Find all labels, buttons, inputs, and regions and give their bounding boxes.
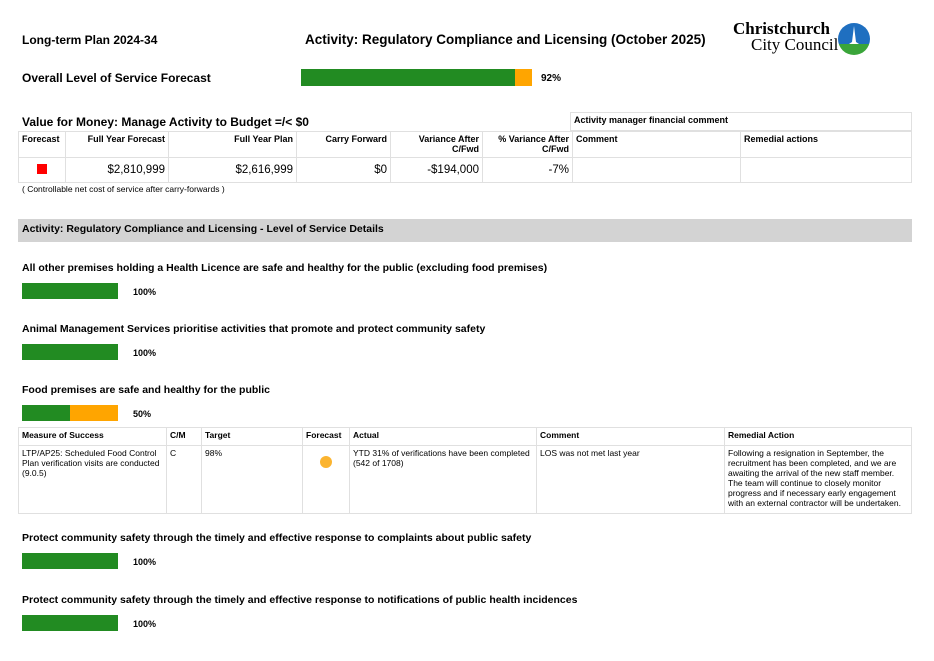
col-actual: Actual bbox=[349, 427, 537, 446]
table-row: $2,810,999 $2,616,999 $0 -$194,000 -7% bbox=[18, 157, 912, 183]
col-forecast: Forecast bbox=[18, 131, 66, 158]
vfm-title: Value for Money: Manage Activity to Budg… bbox=[22, 115, 309, 129]
los-title: Animal Management Services prioritise ac… bbox=[22, 323, 486, 335]
los-progress-bar bbox=[22, 553, 118, 569]
col-carry-forward: Carry Forward bbox=[296, 131, 391, 158]
col-measure: Measure of Success bbox=[18, 427, 167, 446]
los-percent: 50% bbox=[133, 409, 152, 419]
los-percent: 100% bbox=[133, 348, 157, 358]
target-value: 98% bbox=[201, 445, 303, 514]
actual-value: YTD 31% of verifications have been compl… bbox=[349, 445, 537, 514]
col-forecast: Forecast bbox=[302, 427, 350, 446]
full-year-forecast-value: $2,810,999 bbox=[65, 157, 169, 183]
council-logo: Christchurch City Council bbox=[733, 20, 875, 58]
los-title: Protect community safety through the tim… bbox=[22, 594, 578, 606]
forecast-red-status-icon bbox=[37, 163, 47, 174]
los-percent: 100% bbox=[133, 619, 157, 629]
col-pct-variance: % Variance After C/Fwd bbox=[482, 131, 573, 158]
overall-los-label: Overall Level of Service Forecast bbox=[22, 71, 211, 85]
col-variance: Variance After C/Fwd bbox=[390, 131, 483, 158]
comment-value: LOS was not met last year bbox=[536, 445, 725, 514]
col-full-year-forecast: Full Year Forecast bbox=[65, 131, 169, 158]
comment-value bbox=[572, 157, 741, 183]
col-remedial: Remedial actions bbox=[740, 131, 912, 158]
remedial-value bbox=[740, 157, 912, 183]
activity-title: Activity: Regulatory Compliance and Lice… bbox=[305, 32, 706, 47]
vfm-footnote: ( Controllable net cost of service after… bbox=[22, 184, 225, 194]
los-progress-bar bbox=[22, 615, 118, 631]
overall-los-bar bbox=[301, 69, 532, 86]
measure-value: LTP/AP25: Scheduled Food Control Plan ve… bbox=[18, 445, 167, 514]
col-remedial-action: Remedial Action bbox=[724, 427, 912, 446]
variance-value: -$194,000 bbox=[390, 157, 483, 183]
vfm-table: Forecast Full Year Forecast Full Year Pl… bbox=[18, 131, 912, 183]
remedial-action-value: Following a resignation in September, th… bbox=[724, 445, 912, 514]
section-banner: Activity: Regulatory Compliance and Lice… bbox=[18, 219, 912, 242]
plan-title: Long-term Plan 2024-34 bbox=[22, 33, 158, 47]
table-row: LTP/AP25: Scheduled Food Control Plan ve… bbox=[18, 445, 912, 514]
col-full-year-plan: Full Year Plan bbox=[168, 131, 297, 158]
col-comment: Comment bbox=[536, 427, 725, 446]
col-comment: Comment bbox=[572, 131, 741, 158]
cathedral-logo-icon bbox=[838, 23, 870, 55]
los-progress-bar bbox=[22, 344, 118, 360]
los-title: Protect community safety through the tim… bbox=[22, 532, 532, 544]
cm-value: C bbox=[166, 445, 202, 514]
forecast-amber-status-icon bbox=[320, 456, 332, 468]
overall-los-percent: 92% bbox=[541, 73, 562, 84]
col-cm: C/M bbox=[166, 427, 202, 446]
measures-table: Measure of Success C/M Target Forecast A… bbox=[18, 427, 912, 514]
los-title: All other premises holding a Health Lice… bbox=[22, 262, 548, 274]
los-percent: 100% bbox=[133, 287, 157, 297]
full-year-plan-value: $2,616,999 bbox=[168, 157, 297, 183]
los-percent: 100% bbox=[133, 557, 157, 567]
carry-forward-value: $0 bbox=[296, 157, 391, 183]
los-progress-bar bbox=[22, 405, 118, 421]
col-target: Target bbox=[201, 427, 303, 446]
los-title: Food premises are safe and healthy for t… bbox=[22, 384, 270, 396]
financial-comment-heading: Activity manager financial comment bbox=[570, 112, 912, 131]
los-progress-bar bbox=[22, 283, 118, 299]
pct-variance-value: -7% bbox=[482, 157, 573, 183]
